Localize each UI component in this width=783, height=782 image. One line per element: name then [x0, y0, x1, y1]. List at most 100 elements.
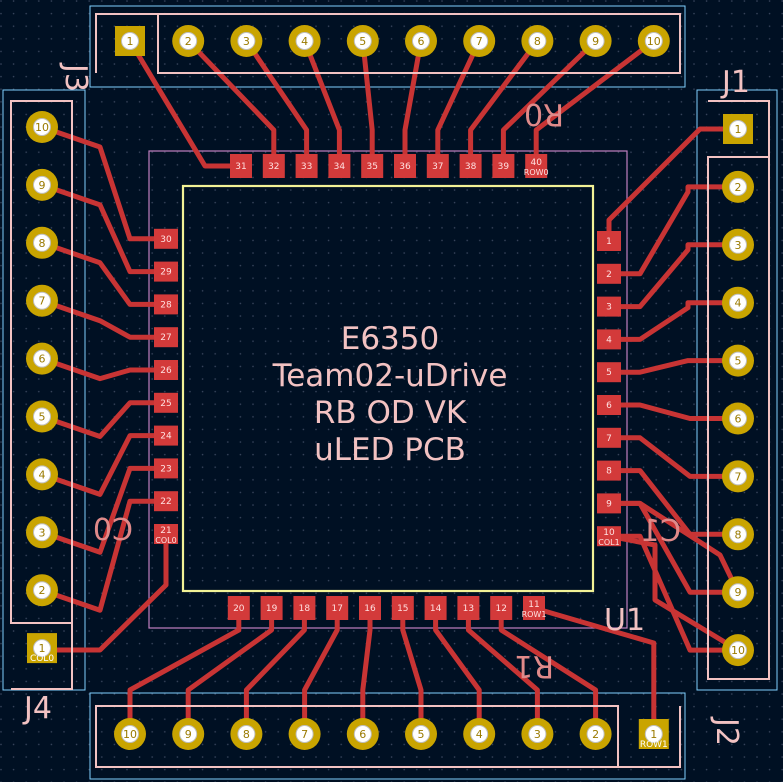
pad-number-label: 13	[463, 604, 474, 614]
ref-j4: J4	[22, 691, 52, 726]
pin-number-label: 4	[735, 297, 742, 310]
ic-pad-8: 8	[597, 460, 621, 481]
pad-number-label: 8	[606, 467, 612, 477]
pad-number-label: 36	[399, 162, 411, 172]
connector-bottom-pin-8: 8	[230, 718, 263, 750]
pad-number-label: 37	[432, 162, 443, 172]
pin-number-label: 8	[534, 35, 541, 48]
board-title-line-2: Team02-uDrive	[272, 358, 508, 394]
ic-pad-25: 25	[154, 392, 178, 413]
pad-number-label: 40	[530, 158, 542, 168]
connector-right-pin-10: 10	[722, 634, 754, 667]
connector-top-pin-6: 6	[405, 25, 437, 57]
ic-pad-26: 26	[154, 360, 178, 380]
pin-number-label: 1	[127, 35, 134, 48]
connector-right-pin-2: 2	[722, 170, 754, 203]
pin-number-label: 10	[123, 728, 137, 741]
ic-pad-31: 31	[230, 154, 252, 178]
ic-pad-28: 28	[154, 294, 178, 315]
connector-left-pin-4: 4	[26, 458, 58, 491]
ic-pad-9: 9	[597, 493, 621, 514]
connector-top-pin-9: 9	[579, 25, 612, 57]
ic-body-outline	[181, 184, 595, 593]
pin-number-label: 1	[39, 642, 46, 655]
pad-number-label: 10	[603, 528, 615, 538]
pin-number-label: 2	[39, 584, 46, 597]
pin-number-label: 4	[301, 35, 308, 48]
pin-number-label: 8	[243, 728, 250, 741]
ic-pad-17: 17	[326, 596, 349, 620]
pin-number-label: 3	[243, 35, 250, 48]
ref-c0: C0	[93, 513, 133, 548]
pin-number-label: 1	[735, 123, 742, 136]
board-title-line-4: uLED PCB	[314, 432, 466, 468]
pad-number-label: 34	[334, 162, 346, 172]
pin-number-label: 6	[359, 728, 366, 741]
ic-pad-35: 35	[361, 154, 384, 178]
connector-top-pin-2: 2	[172, 25, 205, 57]
pad-number-label: 30	[160, 235, 172, 245]
pin-number-label: 4	[476, 728, 483, 741]
pad-number-label: 3	[606, 303, 612, 313]
connector-left-pin-10: 10	[26, 111, 58, 143]
pad-number-label: 23	[160, 464, 171, 474]
ic-pad-6: 6	[597, 395, 621, 415]
pad-number-label: 33	[301, 162, 312, 172]
ic-pad-16: 16	[359, 596, 381, 620]
board-silkscreen-text: E6350 Team02-uDrive RB OD VK uLED PCB	[272, 321, 508, 468]
ic-pad-24: 24	[154, 425, 178, 446]
pin-number-label: 7	[39, 295, 46, 308]
pad-number-label: 15	[397, 604, 408, 614]
connector-left-pin-3: 3	[26, 516, 58, 549]
pad-number-label: 29	[160, 268, 172, 278]
pin-number-label: 7	[301, 728, 308, 741]
ic-pad-3: 3	[597, 296, 621, 317]
connector-bottom-pin-9: 9	[172, 718, 205, 750]
connector-right-pin-4: 4	[722, 286, 754, 319]
ic-pad-4: 4	[597, 329, 621, 350]
connector-bottom-pin-3: 3	[521, 718, 554, 750]
pad-number-label: 22	[160, 497, 171, 507]
ic-pad-14: 14	[424, 596, 447, 620]
net-label: ROW1	[522, 610, 547, 619]
ic-pad-34: 34	[328, 154, 351, 178]
ic-pad-23: 23	[154, 458, 178, 479]
connector-left-pin-6: 6	[26, 342, 58, 375]
connector-right-pin-9: 9	[722, 576, 754, 609]
connector-right-pin-6: 6	[722, 402, 754, 435]
pad-number-label: 4	[606, 335, 612, 345]
connector-right-pin-8: 8	[722, 518, 754, 551]
ic-pad-36: 36	[394, 154, 416, 178]
pad-number-label: 5	[606, 368, 612, 378]
pin-number-label: 9	[592, 35, 599, 48]
pad-number-label: 6	[606, 401, 612, 411]
ic-pad-29: 29	[154, 261, 178, 282]
connector-right-pin-5: 5	[722, 344, 754, 377]
reference-designators: J1 J4 U1 J3 J2 R0 R1 C0 C1	[22, 62, 750, 746]
pin-number-label: 7	[735, 470, 742, 483]
pad-number-label: 21	[160, 526, 171, 536]
pad-number-label: 27	[160, 333, 171, 343]
pin-number-label: 10	[731, 644, 745, 657]
pin-number-label: 9	[185, 728, 192, 741]
pin-number-label: 9	[39, 179, 46, 192]
ref-j3: J3	[58, 62, 93, 92]
connector-top-pin-5: 5	[346, 25, 379, 57]
pin-number-label: 3	[534, 728, 541, 741]
pad-number-label: 9	[606, 499, 612, 509]
pad-number-label: 26	[160, 366, 172, 376]
board-title-line-3: RB OD VK	[314, 395, 467, 431]
ic-pad-33: 33	[295, 154, 318, 178]
connector-right-pin-3: 3	[722, 228, 754, 261]
ic-pad-30: 30	[154, 228, 178, 249]
ic-pad-32: 32	[262, 154, 285, 178]
ic-pad-20: 20	[227, 596, 250, 620]
ref-u1: U1	[604, 603, 645, 638]
pin-number-label: 3	[39, 526, 46, 539]
pin-number-label: 10	[647, 35, 661, 48]
